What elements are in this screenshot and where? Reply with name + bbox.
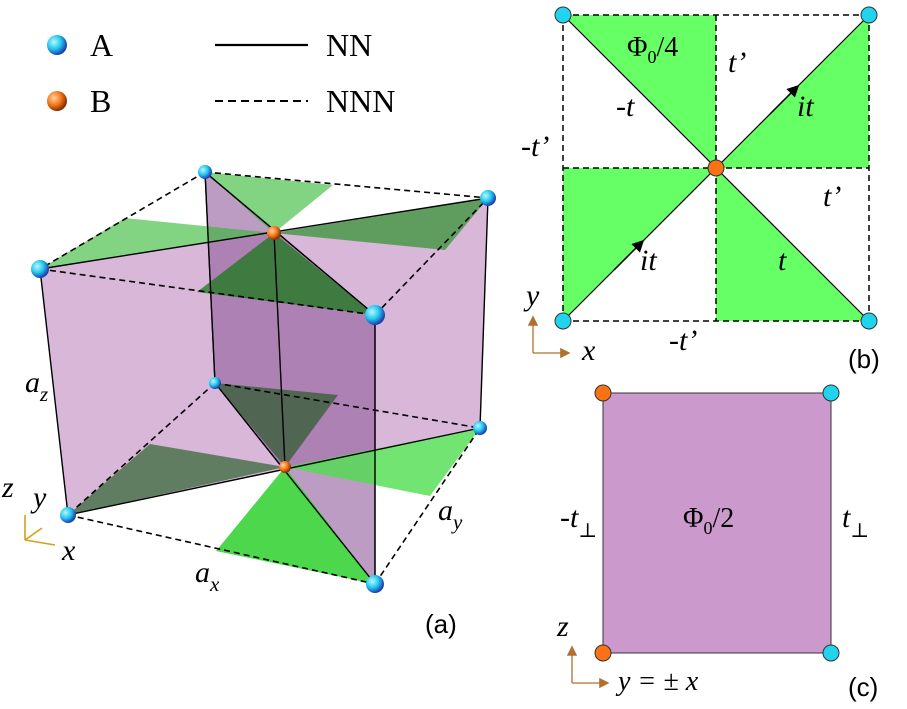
axis-c-z: z xyxy=(556,610,569,643)
arrow-it-lower xyxy=(613,239,645,271)
axis-c-h: y = ± x xyxy=(615,666,699,697)
site-b-b-center xyxy=(707,159,725,177)
axis-a-z: z xyxy=(1,471,14,504)
flux-quarter-label: Φ0/4 xyxy=(627,32,678,67)
label-a-x: ax xyxy=(195,556,220,596)
hop-t-prime-top: t’ xyxy=(728,46,746,79)
site-a-b-tl xyxy=(554,6,572,24)
site-a-bottom-front xyxy=(366,575,384,593)
legend-nn-label: NN xyxy=(326,27,372,63)
panel-c: Φ0/2 -t⊥ t⊥ z y = ± x (c) xyxy=(556,384,878,702)
site-b-c-bl xyxy=(594,644,612,662)
hop-it-upper: it xyxy=(797,90,814,123)
legend-site-a-label: A xyxy=(90,27,113,63)
legend: A B NN NNN xyxy=(47,27,395,119)
site-a-bottom-right xyxy=(473,421,487,435)
legend-site-b-marker xyxy=(47,91,67,111)
site-a-top-front xyxy=(365,305,385,325)
hop-neg-t-prime-bottom: -t’ xyxy=(669,324,697,357)
site-a-c-tr xyxy=(822,384,840,402)
axis-b-y: y xyxy=(523,279,540,312)
legend-site-a-marker xyxy=(47,35,67,55)
arrow-it-upper xyxy=(769,84,800,115)
label-a-y: ay xyxy=(438,494,463,534)
nn-bonds xyxy=(39,171,489,585)
site-a-bottom-back xyxy=(209,377,221,389)
axis-b-x: x xyxy=(581,334,596,367)
site-b-c-tl xyxy=(594,384,612,402)
hop-t-perp: t⊥ xyxy=(842,501,869,542)
panel-b-tag: (b) xyxy=(848,344,880,374)
legend-site-b-label: B xyxy=(90,83,111,119)
green-triangle-top-1 xyxy=(205,172,333,233)
green-triangle-bottom-3 xyxy=(285,428,480,496)
panel-c-tag: (c) xyxy=(848,672,878,702)
hop-t-lower: t xyxy=(778,244,787,277)
green-triangle-top-2 xyxy=(40,218,274,269)
flux-half-label: Φ0/2 xyxy=(683,503,734,538)
nnn-bonds xyxy=(39,171,489,585)
hop-t-prime-right: t’ xyxy=(823,180,841,213)
pink-plaquette xyxy=(602,392,832,654)
green-triangle-bottom-2 xyxy=(68,444,285,515)
green-triangle-top-3 xyxy=(274,198,488,250)
site-a-top-back xyxy=(198,165,212,179)
panel-a-tag: (a) xyxy=(425,609,457,639)
site-b-top xyxy=(267,226,281,240)
site-a-b-tr xyxy=(860,6,878,24)
site-b-bottom xyxy=(279,461,291,473)
nnn-square xyxy=(562,14,870,322)
axis-triad-a xyxy=(24,515,56,546)
site-a-top-left xyxy=(31,260,49,278)
axis-a-y: y xyxy=(30,481,47,514)
hop-neg-t-prime-left: -t’ xyxy=(521,130,549,163)
hop-neg-t: -t xyxy=(616,90,635,123)
green-triangle-top-4 xyxy=(197,233,375,315)
site-a-top-right xyxy=(480,190,496,206)
panel-b: Φ0/4 t’ -t it -t’ t’ it t -t’ y x (b) xyxy=(521,6,880,374)
site-a-bottom-left xyxy=(60,507,76,523)
green-triangle-bottom-1 xyxy=(215,383,338,467)
legend-nnn-label: NNN xyxy=(326,83,395,119)
hop-it-lower: it xyxy=(640,244,657,277)
axis-a-x: x xyxy=(61,534,76,567)
hop-neg-t-perp: -t⊥ xyxy=(560,501,597,542)
site-a-c-br xyxy=(822,644,840,662)
green-triangle-bottom-4 xyxy=(216,467,375,584)
site-a-b-br xyxy=(860,312,878,330)
panel-a: az ax ay z y x (a) xyxy=(1,165,496,639)
label-a-z: az xyxy=(25,366,48,406)
site-a-b-bl xyxy=(554,312,572,330)
